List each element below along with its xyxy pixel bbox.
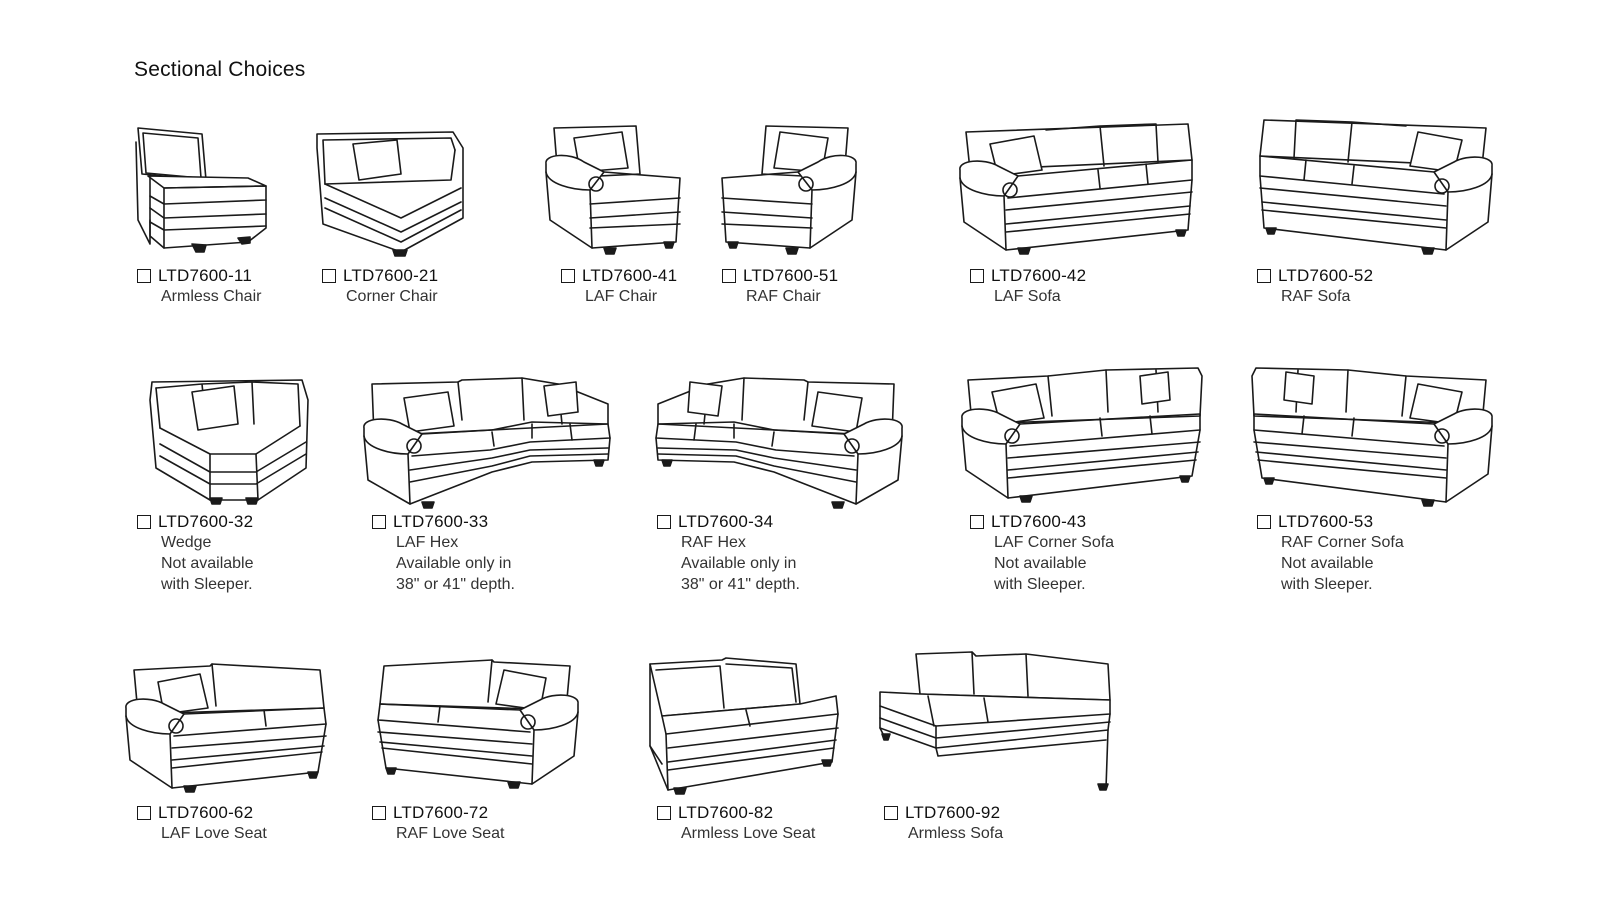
model-code: LTD7600-32 <box>158 512 254 531</box>
item-description: Armless Sofa <box>908 825 1004 842</box>
select-checkbox[interactable] <box>722 269 736 283</box>
item-description: Armless Love Seat <box>681 825 816 842</box>
item-note: Available only in <box>681 555 797 572</box>
corner-chair-illustration <box>313 128 465 258</box>
laf-love-seat-illustration <box>124 660 334 793</box>
raf-sofa-illustration <box>1254 118 1494 258</box>
model-code: LTD7600-92 <box>905 803 1001 822</box>
model-code: LTD7600-11 <box>158 266 252 285</box>
raf-love-seat-illustration <box>370 656 580 789</box>
item-description: LAF Hex <box>396 534 459 551</box>
select-checkbox[interactable] <box>561 269 575 283</box>
item-description: LAF Sofa <box>994 288 1061 305</box>
item-description: RAF Love Seat <box>396 825 505 842</box>
model-code: LTD7600-21 <box>343 266 439 285</box>
select-checkbox[interactable] <box>137 515 151 529</box>
select-checkbox[interactable] <box>970 515 984 529</box>
model-code: LTD7600-34 <box>678 512 774 531</box>
item-note: with Sleeper. <box>994 576 1086 593</box>
item-note: Available only in <box>396 555 512 572</box>
select-checkbox[interactable] <box>322 269 336 283</box>
select-checkbox[interactable] <box>372 515 386 529</box>
select-checkbox[interactable] <box>372 806 386 820</box>
model-code: LTD7600-43 <box>991 512 1087 531</box>
select-checkbox[interactable] <box>657 515 671 529</box>
laf-hex-illustration <box>362 376 614 509</box>
raf-chair-illustration <box>718 124 858 256</box>
model-code: LTD7600-51 <box>743 266 839 285</box>
item-description: Wedge <box>161 534 212 551</box>
select-checkbox[interactable] <box>137 806 151 820</box>
item-description: RAF Corner Sofa <box>1281 534 1404 551</box>
select-checkbox[interactable] <box>884 806 898 820</box>
raf-corner-sofa-illustration <box>1246 366 1494 508</box>
model-code: LTD7600-52 <box>1278 266 1374 285</box>
select-checkbox[interactable] <box>1257 269 1271 283</box>
model-code: LTD7600-42 <box>991 266 1087 285</box>
laf-chair-illustration <box>544 124 684 256</box>
model-code: LTD7600-53 <box>1278 512 1374 531</box>
armless-love-seat-illustration <box>646 656 842 795</box>
laf-corner-sofa-illustration <box>960 366 1208 504</box>
armless-chair-illustration <box>130 124 270 256</box>
model-code: LTD7600-33 <box>393 512 489 531</box>
item-description: LAF Love Seat <box>161 825 267 842</box>
item-description: Armless Chair <box>161 288 262 305</box>
item-description: LAF Corner Sofa <box>994 534 1115 551</box>
item-description: RAF Chair <box>746 288 821 305</box>
item-note: 38" or 41" depth. <box>681 576 800 593</box>
item-description: LAF Chair <box>585 288 658 305</box>
model-code: LTD7600-72 <box>393 803 489 822</box>
laf-sofa-illustration <box>958 122 1198 256</box>
item-note: with Sleeper. <box>1281 576 1373 593</box>
item-note: with Sleeper. <box>161 576 253 593</box>
select-checkbox[interactable] <box>657 806 671 820</box>
item-note: 38" or 41" depth. <box>396 576 515 593</box>
raf-hex-illustration <box>652 376 904 509</box>
select-checkbox[interactable] <box>970 269 984 283</box>
model-code: LTD7600-62 <box>158 803 254 822</box>
item-description: RAF Sofa <box>1281 288 1351 305</box>
item-description: Corner Chair <box>346 288 438 305</box>
select-checkbox[interactable] <box>1257 515 1271 529</box>
item-note: Not available <box>994 555 1087 572</box>
page-title: Sectional Choices <box>134 58 306 81</box>
select-checkbox[interactable] <box>137 269 151 283</box>
armless-sofa-illustration <box>876 650 1116 792</box>
item-description: RAF Hex <box>681 534 746 551</box>
item-note: Not available <box>1281 555 1374 572</box>
wedge-illustration <box>146 376 312 508</box>
item-note: Not available <box>161 555 254 572</box>
model-code: LTD7600-82 <box>678 803 774 822</box>
model-code: LTD7600-41 <box>582 266 678 285</box>
